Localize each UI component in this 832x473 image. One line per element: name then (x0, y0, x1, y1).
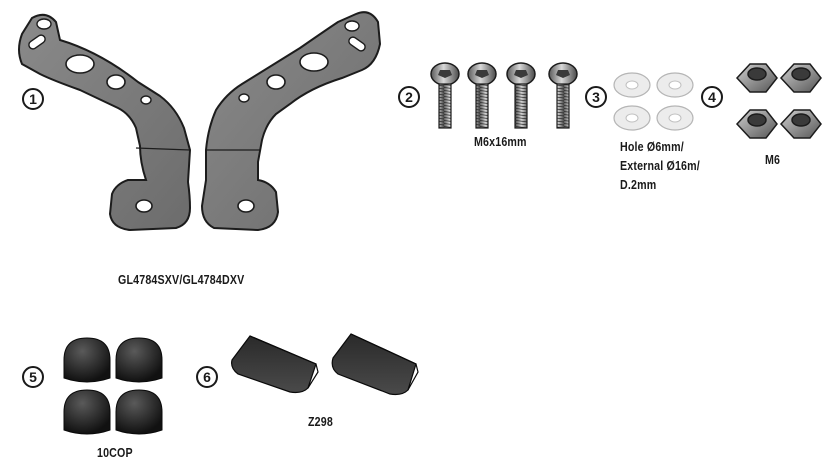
item-3-caption-line-1: Hole Ø6mm/ (620, 139, 684, 154)
item-3-caption-line-2: External Ø16m/ (620, 158, 700, 173)
item-2-caption: M6x16mm (474, 134, 527, 149)
item-6-caption: Z298 (308, 414, 333, 429)
item-4-badge: 4 (701, 86, 723, 108)
item-4-caption: M6 (765, 152, 781, 167)
item-6-badge: 6 (196, 366, 218, 388)
item-5-badge: 5 (22, 366, 44, 388)
item-3-caption-line-3: D.2mm (620, 177, 657, 192)
item-2-badge: 2 (398, 86, 420, 108)
item-5-caption: 10COP (97, 445, 133, 460)
item-3-badge: 3 (585, 86, 607, 108)
item-1-badge: 1 (22, 88, 44, 110)
item-1-caption: GL4784SXV/GL4784DXV (118, 272, 245, 287)
item-3-caption: Hole Ø6mm/ External Ø16m/ D.2mm (620, 137, 700, 194)
